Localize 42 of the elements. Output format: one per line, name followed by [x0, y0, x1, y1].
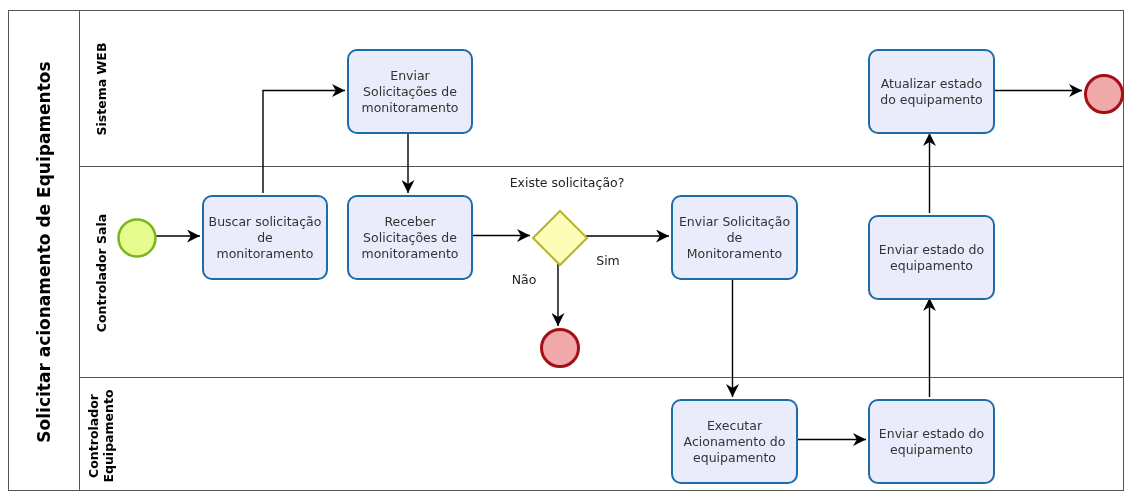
end-event-circle: [1084, 74, 1124, 114]
lane-label: Controlador Sala: [91, 212, 109, 334]
task-label: Executar Acionamento do equipamento: [682, 417, 787, 466]
sequence-arrow: [401, 132, 415, 194]
task-box: [868, 399, 995, 484]
sequence-arrow: [262, 84, 346, 194]
sequence-arrow: [470, 229, 531, 242]
task-box: [671, 195, 798, 280]
task-box: [347, 195, 473, 280]
sequence-arrow: [923, 297, 936, 398]
task-label: Enviar estado do equipamento: [877, 425, 986, 458]
task-label: Enviar estado do equipamento: [877, 241, 986, 274]
pool-title: Solicitar acionamento de Equipamentos: [33, 59, 55, 445]
start-event-circle: [117, 218, 157, 258]
swimlane: [79, 377, 1124, 491]
task-label: Enviar Solicitações de monitoramento: [360, 67, 460, 116]
task-label: Buscar solicitação de monitoramento: [207, 213, 323, 262]
task-box: [347, 49, 473, 134]
sequence-arrow: [551, 263, 565, 327]
task-box: [868, 49, 995, 134]
lane-label: Sistema WEB: [91, 41, 109, 137]
edge-label: Não: [511, 271, 537, 287]
gateway-diamond: [532, 210, 588, 266]
edge-label: Sim: [596, 252, 620, 268]
sequence-arrow: [585, 229, 670, 243]
gateway-label: Existe solicitação?: [509, 174, 625, 190]
end-event-circle: [540, 328, 580, 368]
sequence-arrow: [795, 433, 867, 446]
sequence-arrow: [154, 229, 201, 243]
task-label: Enviar Solicitação de Monitoramento: [677, 213, 792, 262]
task-label: Receber Solicitações de monitoramento: [360, 213, 460, 262]
lane-label: Controlador Equipamento: [84, 388, 117, 484]
sequence-arrow: [923, 132, 936, 214]
task-box: [868, 215, 995, 300]
swimlane: [79, 11, 1124, 166]
sequence-arrow: [726, 277, 739, 398]
task-box: [671, 399, 798, 484]
task-label: Atualizar estado do equipamento: [879, 75, 984, 108]
sequence-arrow: [992, 84, 1083, 97]
pool: [8, 10, 1124, 491]
task-box: [202, 195, 328, 280]
swimlane: [79, 166, 1124, 377]
